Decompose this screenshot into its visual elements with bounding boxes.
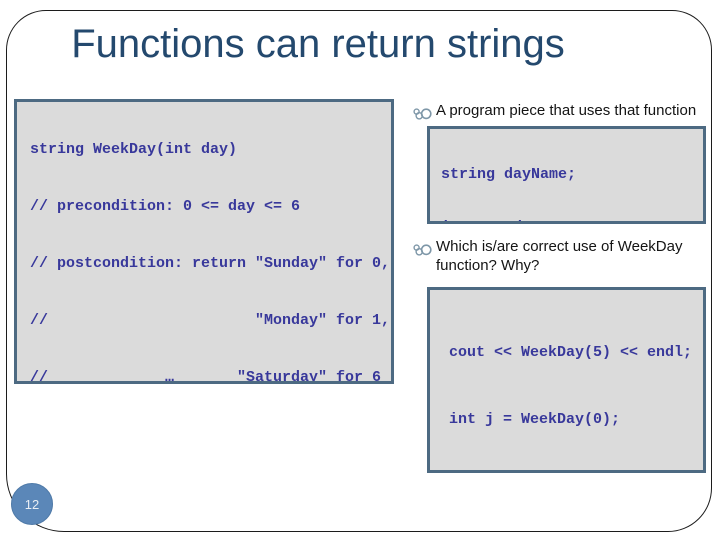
question-line-2: function? Why?: [436, 257, 540, 274]
function-definition-code-box: string WeekDay(int day) // precondition:…: [14, 99, 394, 384]
code-line: int dayNum;: [441, 218, 703, 221]
code-line: string WeekDay(int day): [30, 141, 238, 158]
question-code-box: cout << WeekDay(5) << endl; int j = Week…: [427, 287, 706, 473]
usage-code-box: string dayName; int dayNum; cout << " en…: [427, 126, 706, 224]
page-number: 12: [24, 496, 40, 512]
bullet-item-question: Which is/are correct use of WeekDay func…: [412, 237, 712, 275]
function-header-comments: string WeekDay(int day) // precondition:…: [30, 104, 391, 384]
code-line: // precondition: 0 <= day <= 6: [30, 198, 301, 215]
bullet-text: A program piece that uses that function: [436, 102, 697, 119]
slide-title: Functions can return strings: [71, 22, 565, 66]
code-line: cout << WeekDay(2.1) << endl;: [440, 470, 703, 473]
page-number-badge: 12: [11, 483, 53, 525]
code-line: cout << WeekDay(5) << endl;: [440, 344, 693, 361]
code-line: int j = WeekDay(0);: [440, 410, 621, 428]
code-line: string dayName;: [441, 166, 577, 183]
bullet-text: Which is/are correct use of WeekDay func…: [436, 237, 682, 275]
slide-border-frame: [6, 10, 712, 532]
code-line: // … "Saturday" for 6: [30, 369, 382, 384]
linked-rings-icon: [413, 108, 432, 120]
code-line: // postcondition: return "Sunday" for 0,: [30, 255, 391, 272]
bullet-item-program-piece: A program piece that uses that function: [412, 101, 712, 121]
code-line: // "Monday" for 1,: [30, 312, 391, 329]
linked-rings-icon: [413, 244, 432, 256]
question-line-1: Which is/are correct use of WeekDay: [436, 238, 683, 255]
